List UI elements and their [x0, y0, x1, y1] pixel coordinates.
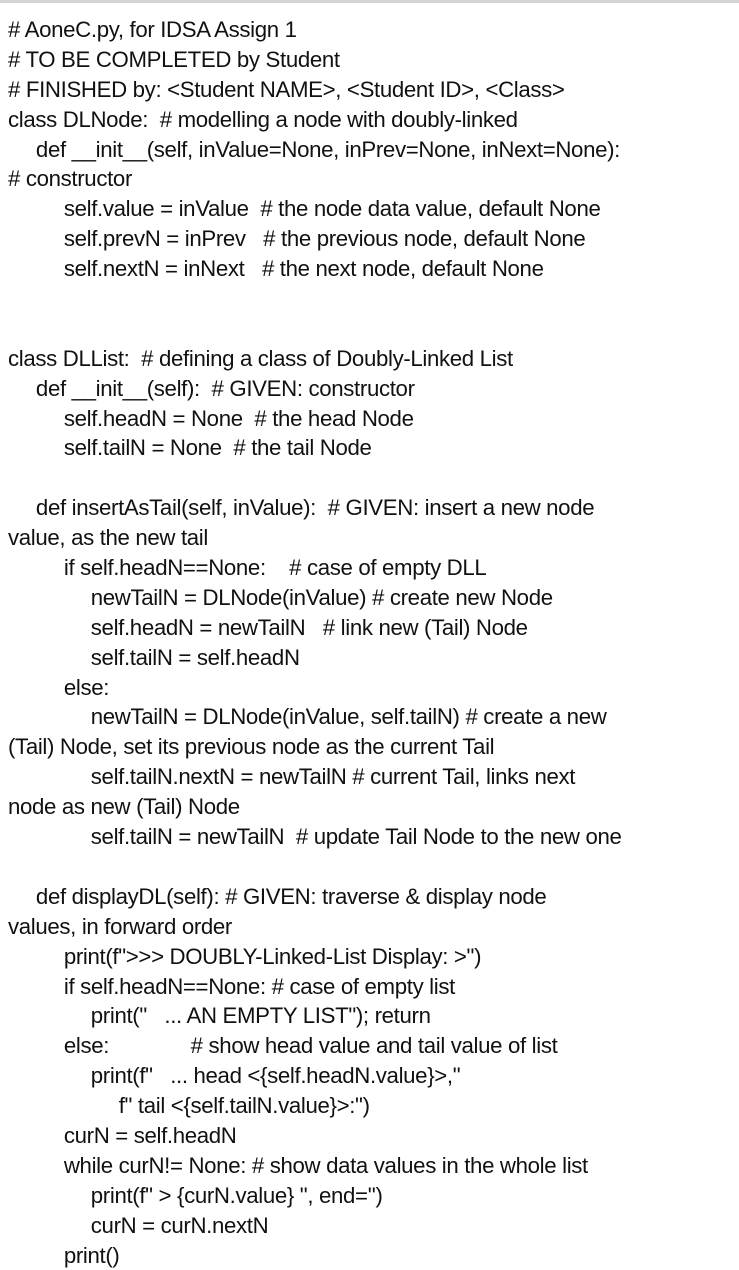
code-line: print(" ... AN EMPTY LIST"); return: [90, 1003, 431, 1029]
code-line: node as new (Tail) Node: [8, 794, 240, 820]
top-divider: [0, 0, 739, 3]
code-line: print(): [63, 1242, 120, 1268]
blank-line: [8, 852, 737, 882]
code-line: self.value = inValue # the node data val…: [63, 196, 601, 222]
code-line: self.tailN = self.headN: [90, 644, 300, 670]
code-line: self.tailN = newTailN # update Tail Node…: [90, 824, 622, 850]
code-line: class DLList: # defining a class of Doub…: [8, 345, 513, 371]
code-line: self.tailN.nextN = newTailN # current Ta…: [90, 764, 576, 790]
code-line: if self.headN==None: # case of empty DLL: [63, 555, 487, 581]
code-line: print(f" ... head <{self.headN.value}>,": [90, 1063, 461, 1089]
code-line: newTailN = DLNode(inValue) # create new …: [90, 584, 553, 610]
code-line: while curN!= None: # show data values in…: [63, 1152, 588, 1178]
code-line: class DLNode: # modelling a node with do…: [8, 106, 518, 132]
code-line: values, in forward order: [8, 913, 232, 939]
code-line: curN = self.headN: [63, 1122, 237, 1148]
code-line: def __init__(self, inValue=None, inPrev=…: [35, 136, 620, 162]
code-line: value, as the new tail: [8, 525, 208, 551]
code-line: (Tail) Node, set its previous node as th…: [8, 734, 495, 760]
code-line: self.headN = None # the head Node: [63, 405, 414, 431]
code-line: self.nextN = inNext # the next node, def…: [63, 256, 544, 282]
code-line: else:: [63, 674, 110, 700]
code-line: self.headN = newTailN # link new (Tail) …: [90, 614, 528, 640]
code-line: self.prevN = inPrev # the previous node,…: [63, 226, 586, 252]
code-line: # FINISHED by: <Student NAME>, <Student …: [8, 76, 565, 102]
blank-line: [8, 284, 737, 314]
blank-line: [8, 314, 737, 344]
code-line: def __init__(self): # GIVEN: constructor: [35, 375, 415, 401]
code-line: if self.headN==None: # case of empty lis…: [63, 973, 455, 999]
code-line: f" tail <{self.tailN.value}>:"): [118, 1093, 370, 1119]
code-line: # AoneC.py, for IDSA Assign 1: [8, 17, 297, 42]
blank-line: [8, 463, 737, 493]
code-document: # AoneC.py, for IDSA Assign 1 # TO BE COM…: [8, 15, 739, 1270]
code-line: self.tailN = None # the tail Node: [63, 435, 372, 461]
code-line: curN = curN.nextN: [90, 1212, 269, 1238]
code-line: newTailN = DLNode(inValue, self.tailN) #…: [90, 704, 607, 730]
code-line: def displayDL(self): # GIVEN: traverse &…: [35, 883, 547, 909]
code-line: def insertAsTail(self, inValue): # GIVEN…: [35, 495, 595, 521]
code-line: # TO BE COMPLETED by Student: [8, 46, 340, 72]
code-line: else: # show head value and tail value o…: [63, 1033, 558, 1059]
code-line: print(f">>> DOUBLY-Linked-List Display: …: [63, 943, 482, 969]
code-line: print(f" > {curN.value} ", end=''): [90, 1182, 383, 1208]
code-line: # constructor: [8, 166, 133, 192]
